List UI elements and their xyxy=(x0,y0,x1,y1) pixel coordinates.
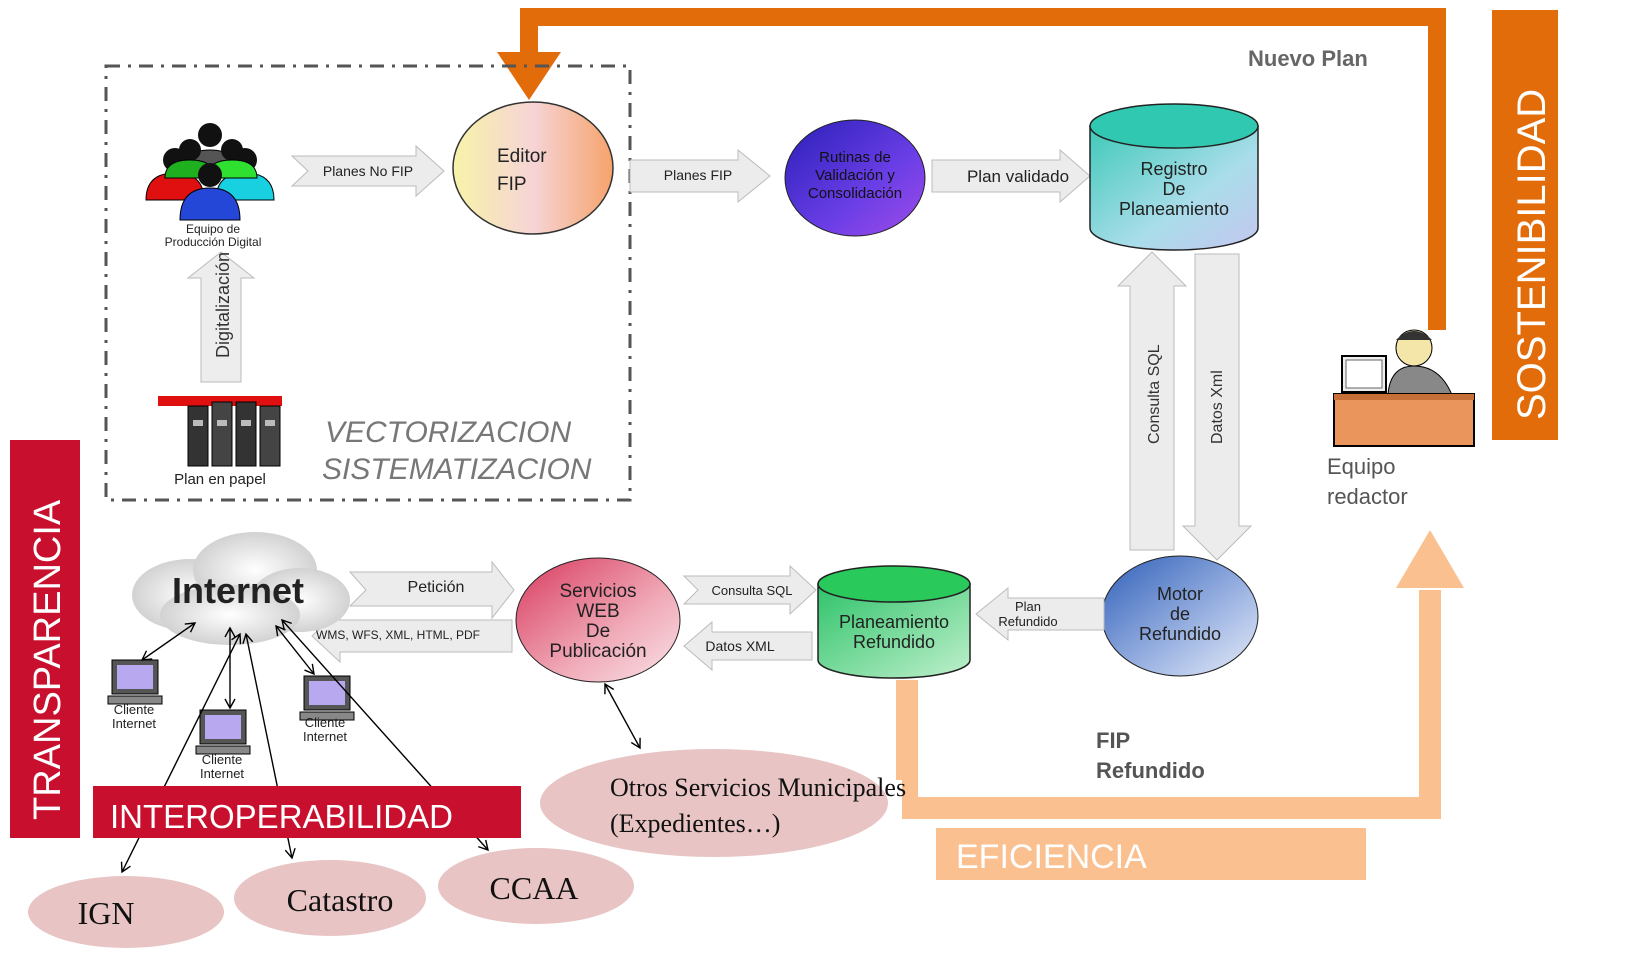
plan-papel-label: Plan en papel xyxy=(174,471,266,488)
fip-refundido-line1: FIP xyxy=(1096,728,1130,753)
equipo-produccion-line2: Producción Digital xyxy=(165,235,262,249)
binders-icon xyxy=(158,396,282,467)
registro-line1: Registro xyxy=(1140,159,1207,179)
sistematizacion-label: SISTEMATIZACION xyxy=(322,453,592,486)
servicios-line3: De xyxy=(586,621,610,642)
otros-line1: Otros Servicios Municipales xyxy=(610,773,906,802)
cliente-3-line1: Cliente xyxy=(305,715,345,730)
transparencia-label: TRANSPARENCIA xyxy=(27,499,69,820)
ccaa-label: CCAA xyxy=(490,870,579,906)
consulta-sql-horizontal-arrow: Consulta SQL xyxy=(682,564,817,616)
fip-refundido-line2: Refundido xyxy=(1096,758,1205,783)
catastro-node xyxy=(234,860,426,936)
planes-fip-arrow: Planes FIP xyxy=(629,148,771,204)
planes-fip-label: Planes FIP xyxy=(664,167,732,183)
eficiencia-label: EFICIENCIA xyxy=(956,838,1147,876)
datos-xml-horizontal-label: Datos XML xyxy=(705,638,774,654)
consulta-sql-vertical-arrow: Consulta SQL xyxy=(1116,251,1188,551)
rutinas-line3: Consolidación xyxy=(808,185,902,202)
nuevo-plan-arrow xyxy=(497,8,1446,330)
overlap-mask xyxy=(888,780,902,820)
otros-servicios-node xyxy=(540,749,888,857)
equipo-redactor-line2: redactor xyxy=(1327,484,1408,509)
datos-xml-vertical-arrow: Datos Xml xyxy=(1181,253,1253,561)
ccaa-node xyxy=(438,848,634,924)
plan-validado-arrow: Plan validado xyxy=(931,148,1091,204)
people-icon xyxy=(145,123,275,221)
planeamiento-refundido-db xyxy=(817,565,971,679)
rutinas-line2: Validación y xyxy=(815,167,895,184)
formats-arrow: WMS, WFS, XML, HTML, PDF xyxy=(311,608,513,664)
datos-xml-vertical-label: Datos Xml xyxy=(1209,370,1226,444)
sostenibilidad-banner xyxy=(1492,10,1558,440)
registro-planeamiento-db xyxy=(1089,103,1259,251)
otros-line2: (Expedientes…) xyxy=(610,809,780,838)
consulta-sql-vertical-label: Consulta SQL xyxy=(1146,344,1163,444)
computer-icon xyxy=(195,709,251,755)
plan-refundido-arrow: Plan Refundido xyxy=(975,586,1105,642)
editor-fip-node xyxy=(452,101,614,235)
vectorizacion-label: VECTORIZACION xyxy=(325,416,571,449)
equipo-produccion-line1: Equipo de xyxy=(186,222,240,236)
cliente-2-line2: Internet xyxy=(200,766,244,781)
cliente-2-line1: Cliente xyxy=(202,752,242,767)
motor-line1: Motor xyxy=(1157,584,1203,604)
digitalizacion-label: Digitalización xyxy=(213,252,233,358)
equipo-redactor-line1: Equipo xyxy=(1327,454,1396,479)
plan-refundido-line1: Plan xyxy=(1015,599,1041,614)
sostenibilidad-label: SOSTENIBILIDAD xyxy=(1510,89,1554,420)
peticion-label: Petición xyxy=(408,579,465,596)
peticion-arrow: Petición xyxy=(348,560,515,620)
fip-refundido-arrow xyxy=(896,530,1464,819)
editor-fip-line1: Editor xyxy=(497,146,547,167)
transparencia-banner xyxy=(10,440,80,838)
servicios-web-node xyxy=(515,557,681,683)
eficiencia-banner xyxy=(936,828,1366,880)
planeamiento-line1: Planeamiento xyxy=(839,612,949,632)
formats-label: WMS, WFS, XML, HTML, PDF xyxy=(316,628,480,642)
motor-line2: de xyxy=(1170,604,1190,624)
interoperabilidad-banner xyxy=(93,786,521,838)
planes-no-fip-arrow: Planes No FIP xyxy=(290,144,445,198)
datos-xml-horizontal-arrow: Datos XML xyxy=(683,620,813,672)
plan-refundido-line2: Refundido xyxy=(998,614,1057,629)
person-at-desk-icon xyxy=(1333,329,1475,447)
consulta-sql-horizontal-label: Consulta SQL xyxy=(712,583,793,598)
cliente-3-line2: Internet xyxy=(303,729,347,744)
editor-fip-line2: FIP xyxy=(497,174,527,195)
ign-label: IGN xyxy=(78,895,135,931)
servicios-line1: Servicios xyxy=(559,581,636,602)
planes-no-fip-label: Planes No FIP xyxy=(323,163,413,179)
nuevo-plan-label: Nuevo Plan xyxy=(1248,46,1368,71)
computer-icon xyxy=(299,675,355,721)
plan-validado-label: Plan validado xyxy=(967,167,1069,186)
rutinas-line1: Rutinas de xyxy=(819,149,891,166)
motor-line3: Refundido xyxy=(1139,624,1221,644)
internet-label: Internet xyxy=(172,570,304,611)
rutinas-node xyxy=(784,119,926,237)
servicios-line4: Publicación xyxy=(549,641,646,662)
servicios-line2: WEB xyxy=(576,601,619,622)
registro-line2: De xyxy=(1162,179,1185,199)
ign-node xyxy=(28,876,224,948)
catastro-label: Catastro xyxy=(287,882,394,918)
planeamiento-line2: Refundido xyxy=(853,632,935,652)
computer-icon xyxy=(107,659,163,705)
cliente-1-line1: Cliente xyxy=(114,702,154,717)
interoperabilidad-label: INTEROPERABILIDAD xyxy=(110,798,453,835)
digitalizacion-arrow: Digitalización xyxy=(186,251,256,383)
registro-line3: Planeamiento xyxy=(1119,199,1229,219)
cliente-1-line2: Internet xyxy=(112,716,156,731)
